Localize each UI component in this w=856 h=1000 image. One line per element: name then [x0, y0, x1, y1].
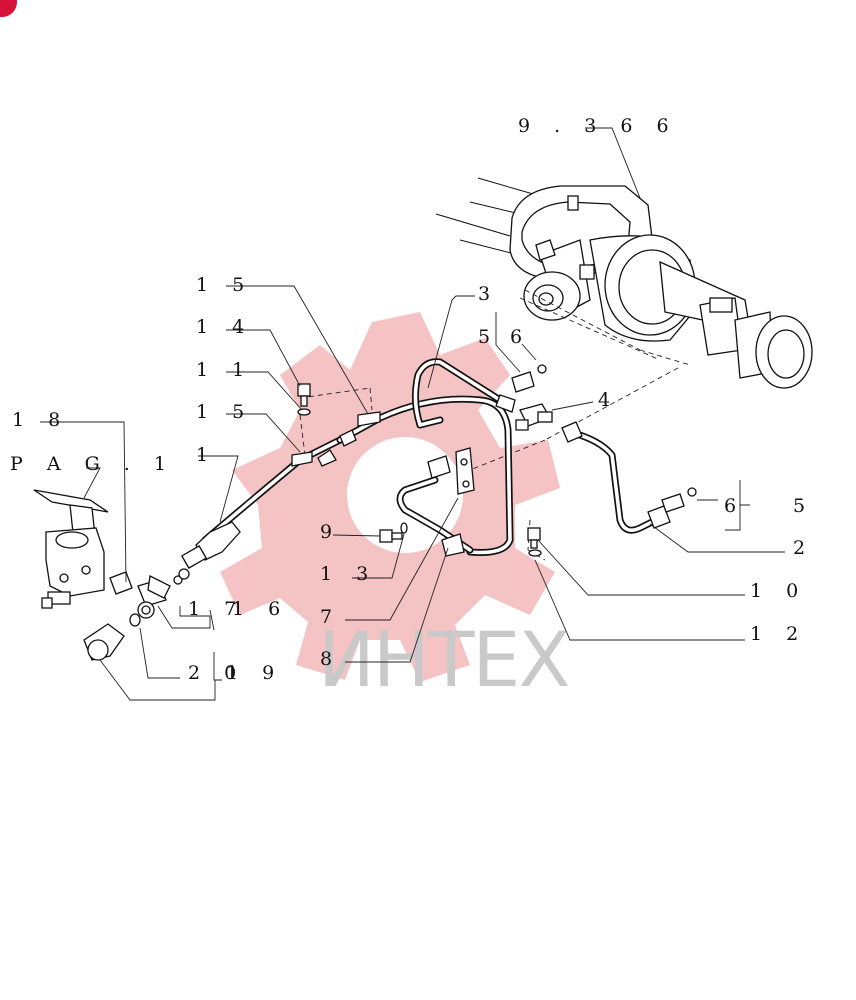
label-pag1: P A G . 1	[10, 453, 175, 475]
label-17: 1 7	[188, 598, 245, 620]
label-20: 2 0	[188, 662, 245, 684]
label-13: 1 3	[320, 563, 377, 585]
part-labels: 9 . 3 6 6 3 5 6 4 1 5 1 4 1 1 1 5 1 8 P …	[10, 115, 814, 684]
fittings	[33, 364, 697, 661]
label-7: 7	[320, 606, 341, 628]
label-9: 9	[320, 521, 341, 543]
label-11: 1 1	[196, 359, 253, 381]
leader-lines	[40, 127, 785, 701]
axle-housing	[435, 177, 813, 389]
label-5b: 5	[793, 495, 814, 517]
brake-pipes	[201, 358, 664, 556]
label-6a: 6	[510, 326, 531, 348]
label-14: 1 4	[196, 316, 253, 338]
label-1: 1	[196, 444, 217, 466]
label-12: 1 2	[750, 623, 807, 645]
watermark-text: ИНТЕХ	[318, 615, 569, 704]
label-18: 1 8	[12, 409, 69, 431]
label-4: 4	[598, 389, 619, 411]
label-3: 3	[478, 283, 499, 305]
label-6b: 6	[724, 495, 745, 517]
label-ref-9366: 9 . 3 6 6	[518, 115, 678, 137]
corner-badge	[0, 0, 17, 17]
label-19: 1 9	[226, 662, 283, 684]
label-8: 8	[320, 648, 341, 670]
label-10: 1 0	[750, 580, 807, 602]
label-16: 1 6	[232, 598, 289, 620]
label-2: 2	[793, 537, 814, 559]
label-15a: 1 5	[196, 274, 253, 296]
label-15b: 1 5	[196, 401, 253, 423]
label-5a: 5	[478, 326, 499, 348]
